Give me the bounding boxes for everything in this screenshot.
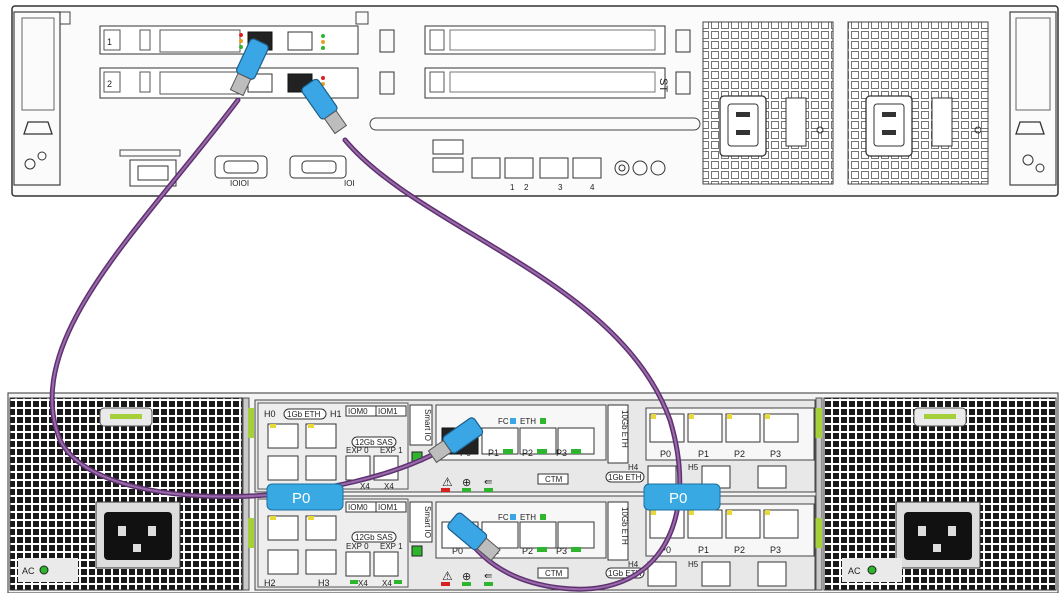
controller-a: H0 1Gb ETH H1 IOM0 IOM1 12Gb SAS EXP 0 E… [254, 399, 816, 493]
sas-badge: 12Gb SAS [355, 438, 393, 447]
fc-port-b-p2: P2 [522, 546, 533, 556]
server-id-buttons [614, 160, 666, 176]
server-vga-port: IOI [289, 155, 355, 188]
x4-label-2: X4 [384, 482, 394, 491]
fc-port-p2: P2 [522, 448, 533, 458]
right-port-p3: P3 [770, 449, 781, 459]
right-port-p2: P2 [734, 449, 745, 459]
right-port-b-p3: P3 [770, 545, 781, 555]
vga-port-label: IOI [344, 179, 355, 188]
iom1-label: IOM1 [378, 407, 398, 416]
right-port-p1: P1 [698, 449, 709, 459]
callout-p0-right: P0 [643, 483, 721, 511]
lc-connector-server-2 [301, 78, 348, 135]
psu-left-ac-label: AC [22, 566, 35, 576]
eth-label: ETH [520, 417, 536, 426]
pcie-slot-3 [424, 25, 666, 55]
serial-port-label: IOIOI [230, 179, 249, 188]
right-port-b-p0: P0 [660, 545, 671, 555]
fc-port-p0: P0 [460, 448, 471, 458]
callout-p0-left: P0 [266, 483, 344, 511]
eth-label-2: 2 [524, 183, 529, 192]
x4-label-1: X4 [360, 482, 370, 491]
pcie-slot-4 [424, 67, 666, 99]
smart-io-label: Smart IO [423, 409, 432, 441]
h4-label-b: H4 [628, 560, 639, 569]
sas-badge-b: 12Gb SAS [355, 533, 393, 542]
host-label-h2: H2 [264, 578, 276, 588]
server-right-ear [1009, 11, 1057, 186]
callout-p0-right-text: P0 [669, 490, 687, 507]
lc-connector-storage-1 [427, 417, 484, 464]
x4-label-b1: X4 [358, 579, 368, 588]
h4-label: H4 [628, 463, 639, 472]
eth-badge: 1Gb ETH [287, 410, 321, 419]
iom0-label: IOM0 [348, 407, 368, 416]
locate-icon: ⇚ [484, 477, 492, 488]
lc-connector-storage-2 [447, 512, 501, 562]
slot-number-1: 1 [107, 37, 112, 47]
exp1-label: EXP 1 [380, 446, 403, 455]
server-serial-port: IOIOI [214, 155, 268, 188]
fc-port-b-p3: P3 [556, 546, 567, 556]
eth-label-1: 1 [510, 183, 515, 192]
server-power-inlet-1 [719, 95, 824, 157]
smart-io-label-b: Smart IO [423, 506, 432, 538]
10gb-eth-label-b: 10Gb ETH [620, 507, 629, 545]
ctm-label-b: CTM [545, 569, 563, 578]
host-label-h3: H3 [318, 578, 330, 588]
right-port-b-p2: P2 [734, 545, 745, 555]
power-icon-b: ⊕ [462, 571, 471, 583]
h5-label: H5 [688, 463, 699, 472]
pcie-slot-1: 1 [99, 25, 359, 55]
locate-icon-b: ⇚ [484, 571, 492, 582]
storage-psu-right: AC [823, 397, 1057, 591]
eth-label-4: 4 [590, 183, 595, 192]
right-port-p0: P0 [660, 449, 671, 459]
host-label-h0: H0 [264, 409, 276, 419]
warning-icon: ⚠ [442, 475, 453, 489]
ctm-label: CTM [545, 475, 563, 484]
controller-b: H2 H3 IOM0 IOM1 12Gb SAS EXP 0 EXP 1 X4 … [254, 495, 816, 591]
exp0-label-b: EXP 0 [346, 542, 369, 551]
fc-label-b: FC [498, 513, 509, 522]
power-icon: ⊕ [462, 477, 471, 489]
server-chassis: 1 2 [11, 5, 1059, 197]
warning-icon-b: ⚠ [442, 569, 453, 583]
h5-label-b: H5 [688, 560, 699, 569]
fc-port-p3: P3 [556, 448, 567, 458]
bottom-eth-badge: 1Gb ETH [608, 473, 642, 482]
fc-port-p1: P1 [488, 448, 499, 458]
server-usb-ports [432, 139, 464, 173]
controller-b-left-module: H2 H3 IOM0 IOM1 12Gb SAS EXP 0 EXP 1 X4 … [257, 498, 409, 588]
server-mgmt-port [119, 149, 181, 187]
lc-connector-server-1 [229, 38, 269, 97]
psu-right-ac-label: AC [848, 566, 861, 576]
server-left-ear [13, 11, 61, 186]
callout-p0-left-text: P0 [292, 490, 310, 507]
iom1-label-b: IOM1 [378, 503, 398, 512]
fc-port-b-p0: P0 [452, 546, 463, 556]
iom0-label-b: IOM0 [348, 503, 368, 512]
host-label-h1: H1 [330, 409, 342, 419]
server-eth-ports: 1 2 3 4 [471, 157, 602, 192]
eth-label-b: ETH [520, 513, 536, 522]
exp0-label: EXP 0 [346, 446, 369, 455]
slot-number-2: 2 [107, 79, 112, 89]
bottom-eth-badge-b: 1Gb ETH [608, 569, 642, 578]
server-side-mark: ST [657, 78, 669, 92]
server-power-inlet-2 [865, 95, 982, 157]
eth-label-3: 3 [558, 183, 563, 192]
10gb-eth-label: 10Gb ETH [620, 410, 629, 448]
right-port-b-p1: P1 [698, 545, 709, 555]
fc-label: FC [498, 417, 509, 426]
x4-label-b2: X4 [382, 579, 392, 588]
controller-a-left-module: H0 1Gb ETH H1 IOM0 IOM1 12Gb SAS EXP 0 E… [257, 402, 409, 491]
exp1-label-b: EXP 1 [380, 542, 403, 551]
